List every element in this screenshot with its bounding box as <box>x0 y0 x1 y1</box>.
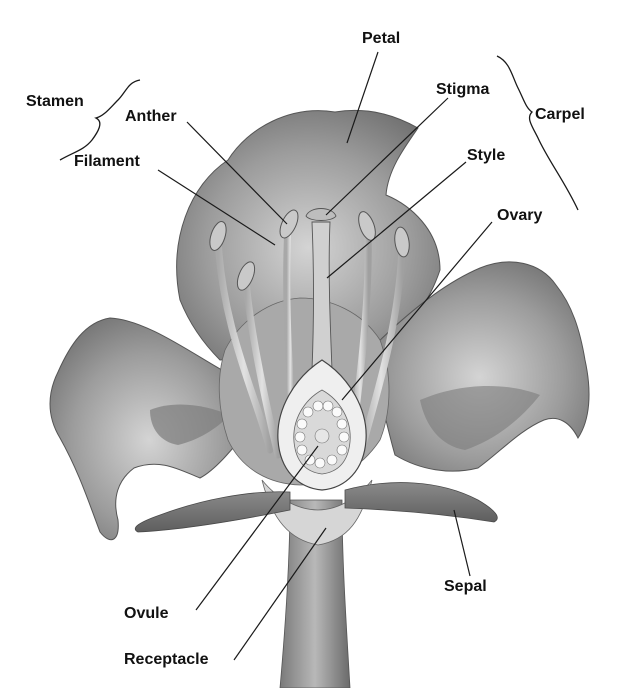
label-stamen: Stamen <box>26 93 84 110</box>
carpel-brace <box>497 56 578 210</box>
label-receptacle: Receptacle <box>124 651 209 668</box>
label-style: Style <box>467 147 505 164</box>
label-carpel: Carpel <box>535 106 585 123</box>
sepal-leader <box>454 510 470 576</box>
label-ovary: Ovary <box>497 207 542 224</box>
sepal-right <box>345 483 497 522</box>
label-petal: Petal <box>362 30 400 47</box>
label-stigma: Stigma <box>436 81 489 98</box>
label-filament: Filament <box>74 153 140 170</box>
label-ovule: Ovule <box>124 605 169 622</box>
style-shape <box>312 222 332 370</box>
flower-illustration <box>50 110 589 688</box>
sepal-left <box>135 492 290 532</box>
label-sepal: Sepal <box>444 578 487 595</box>
label-anther: Anther <box>125 108 177 125</box>
